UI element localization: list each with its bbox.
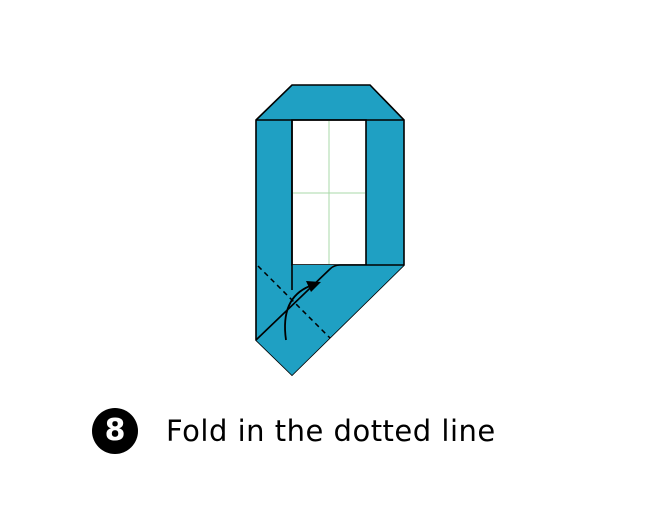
step-number-badge: 8 xyxy=(92,408,138,454)
origami-diagram xyxy=(255,84,405,377)
dotted-fold-line xyxy=(257,265,331,339)
fold-arrow xyxy=(284,285,311,341)
fold-arrow-head xyxy=(306,281,321,292)
lower-flap-edge xyxy=(255,264,404,341)
lower-flap xyxy=(256,265,404,375)
step-instruction: Fold in the dotted line xyxy=(166,414,496,448)
step-caption: 8 Fold in the dotted line xyxy=(92,408,496,454)
